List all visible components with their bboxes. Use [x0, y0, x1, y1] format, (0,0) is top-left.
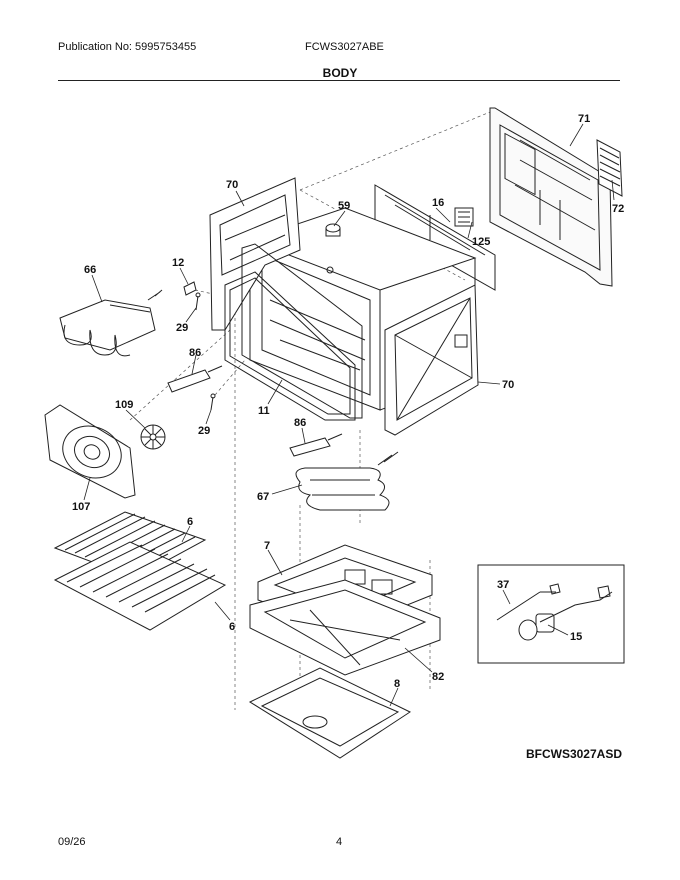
- control-bracket-16: [374, 184, 496, 291]
- light-socket-59: [325, 223, 341, 237]
- sensor-86-left: [167, 365, 223, 393]
- door-gasket-11: [224, 271, 356, 421]
- motor-15-body: [535, 613, 555, 633]
- callout-37: 37: [497, 579, 509, 591]
- publication-number: Publication No: 5995753455: [58, 41, 197, 53]
- footer-date: 09/26: [58, 836, 86, 848]
- broil-element-66: [59, 289, 163, 357]
- callout-29-mid: 29: [198, 425, 210, 437]
- callout-70-top: 70: [226, 179, 238, 191]
- callout-66: 66: [84, 264, 96, 276]
- callout-70-right: 70: [502, 379, 514, 391]
- model-number: FCWS3027ABE: [305, 41, 384, 53]
- fan-blade-109: [140, 424, 166, 450]
- screw-29-top: [195, 292, 201, 311]
- callout-82: 82: [432, 671, 444, 683]
- callout-86-mid: 86: [294, 417, 306, 429]
- callout-7: 7: [264, 540, 270, 552]
- part-12: [183, 281, 197, 296]
- section-title: BODY: [322, 66, 358, 80]
- callout-8: 8: [394, 678, 400, 690]
- bottom-panel-82: [249, 579, 441, 676]
- callout-59: 59: [338, 200, 350, 212]
- bake-element-67: [295, 451, 399, 511]
- fan-cover-107: [44, 404, 136, 499]
- inset-box: [477, 564, 625, 664]
- leader-lines: [83, 123, 615, 707]
- callout-72: 72: [612, 203, 624, 215]
- callout-86-left: 86: [189, 347, 201, 359]
- callout-125: 125: [472, 236, 490, 248]
- callout-107: 107: [72, 501, 90, 513]
- callout-15: 15: [570, 631, 582, 643]
- rear-panel-71: [489, 107, 613, 287]
- vent-grille-72: [596, 139, 623, 197]
- callout-71: 71: [578, 113, 590, 125]
- side-panel-70-left: [209, 177, 301, 331]
- callout-6-bottom: 6: [229, 621, 235, 633]
- callout-109: 109: [115, 399, 133, 411]
- callout-12: 12: [172, 257, 184, 269]
- sensor-86-mid: [289, 433, 343, 457]
- diagram-code: BFCWS3027ASD: [525, 747, 622, 761]
- switch-125: [454, 207, 474, 227]
- front-frame: [241, 243, 363, 419]
- callout-11: 11: [258, 405, 270, 417]
- screw-29-mid: [210, 393, 216, 411]
- bottom-cover-8: [248, 667, 412, 759]
- oven-rack-6-bottom: [53, 541, 227, 631]
- callout-29-top: 29: [176, 322, 188, 334]
- callout-67: 67: [257, 491, 269, 503]
- probe-37-wire: [496, 591, 556, 621]
- side-panel-70-right: [384, 284, 479, 436]
- callout-6-top: 6: [187, 516, 193, 528]
- callout-16: 16: [432, 197, 444, 209]
- header-rule: [58, 80, 620, 81]
- page-number: 4: [336, 836, 343, 848]
